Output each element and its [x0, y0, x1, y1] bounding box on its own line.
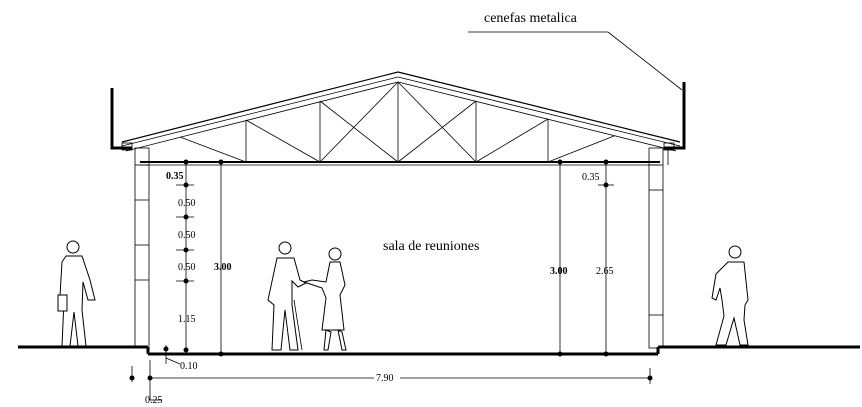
roof-truss [121, 71, 681, 163]
dim-035-right: 0.35 [582, 172, 600, 183]
dim-300-right: 3.00 [550, 266, 568, 277]
person-right-walking [711, 245, 749, 346]
dim-035-left: 0.35 [166, 171, 184, 182]
cenefas-label: cenefas metalica [484, 11, 578, 26]
cenefas-leader [468, 31, 683, 91]
dim-050-b: 0.50 [178, 230, 196, 241]
room-label: sala de reuniones [383, 239, 479, 254]
right-height-dim [557, 159, 563, 357]
dim-050-a: 0.50 [178, 198, 196, 209]
right-dim-chain [598, 159, 614, 357]
left-height-dim [218, 159, 224, 357]
ground-line [18, 345, 860, 356]
dim-010: 0.10 [180, 361, 198, 372]
right-wall [648, 147, 669, 349]
dim-300-left: 3.00 [214, 262, 232, 273]
ceiling-beam [140, 161, 660, 166]
person-man-handshake [267, 241, 308, 351]
left-dim-chain [176, 159, 194, 353]
dim-025: 0.25 [145, 395, 163, 406]
person-left-walking [57, 240, 96, 347]
dim-050-c: 0.50 [178, 262, 196, 273]
person-woman-handshake [302, 247, 347, 351]
left-fascia [110, 88, 133, 151]
dim-115: 1.15 [178, 314, 196, 325]
right-fascia [663, 82, 686, 151]
dim-265: 2.65 [596, 266, 614, 277]
left-wall [134, 147, 150, 349]
dim-790: 7.90 [376, 373, 394, 384]
